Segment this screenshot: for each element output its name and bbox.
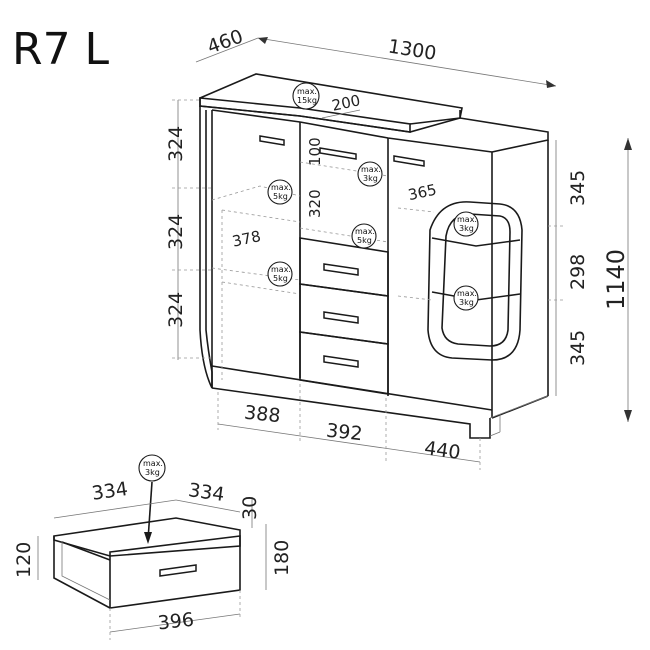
right-section-mid-label: 298 [567,254,589,290]
drawer-height-front-label: 180 [271,540,293,576]
middle-shelf-320-label: 320 [306,189,324,218]
drawer-1-handle [323,263,359,276]
left-section-1-label: 324 [165,126,187,162]
load-badge-left-lower: max. 5kg [267,261,293,287]
drawer-width-label: 396 [157,609,195,635]
svg-text:15kg: 15kg [297,96,317,105]
drawer-front-top-label: 30 [239,496,261,520]
middle-door-handle [319,147,357,160]
model-title: R7 L [12,24,110,75]
right-dimension-lines [548,138,632,422]
bottom-dimension-lines [217,384,481,470]
drawer-detail-handle [159,564,197,577]
top-shelf-depth-label: 200 [330,91,362,115]
drawer-3-handle [323,355,359,368]
svg-text:max.: max. [297,87,317,96]
top-shelf-dim-line [321,109,361,119]
load-badge-top: max. 15kg [292,82,320,110]
bottom-left-label: 388 [243,402,281,428]
svg-text:5kg: 5kg [273,192,288,201]
svg-text:5kg: 5kg [357,236,372,245]
svg-text:3kg: 3kg [145,468,160,477]
load-badge-middle-lower: max. 5kg [351,223,377,249]
left-section-2-label: 324 [165,214,187,250]
height-label: 1140 [602,249,630,310]
bottom-right-label: 440 [423,437,462,464]
load-badge-left-upper: max. 5kg [267,179,293,205]
svg-text:3kg: 3kg [363,174,378,183]
left-dimension-lines [172,99,212,360]
svg-text:max.: max. [271,183,291,192]
svg-text:3kg: 3kg [459,224,474,233]
drawer-depth-b-label: 334 [187,479,226,506]
load-badge-right-upper: max. 3kg [453,211,479,237]
width-label: 1300 [387,35,438,64]
svg-text:max.: max. [143,459,163,468]
svg-text:5kg: 5kg [273,274,288,283]
drawer-2-handle [323,311,359,324]
load-badge-right-lower: max. 3kg [453,285,479,311]
drawer-depth-a-label: 334 [90,478,129,505]
svg-text:max.: max. [355,227,375,236]
drawer-detail [37,481,267,640]
cabinet-body [199,73,549,439]
right-section-top-label: 345 [567,170,589,206]
svg-text:max.: max. [361,165,381,174]
bottom-mid-label: 392 [325,420,363,446]
right-shelf-depth-label: 365 [406,181,438,205]
svg-text:3kg: 3kg [459,298,474,307]
svg-text:max.: max. [457,289,477,298]
load-badge-middle-upper: max. 3kg [357,161,383,187]
left-shelf-depth-label: 378 [231,227,263,251]
right-door-handle [393,155,425,167]
depth-label: 460 [204,25,246,58]
drawer-height-inner-label: 120 [13,542,35,578]
top-dimension-lines [195,37,557,88]
middle-door-100-label: 100 [306,137,324,166]
svg-text:max.: max. [457,215,477,224]
handles [259,135,425,368]
load-badge-drawer: max. 3kg [138,454,166,482]
svg-text:max.: max. [271,265,291,274]
right-section-bottom-label: 345 [567,330,589,366]
left-section-3-label: 324 [165,292,187,328]
left-door-handle [259,135,285,146]
